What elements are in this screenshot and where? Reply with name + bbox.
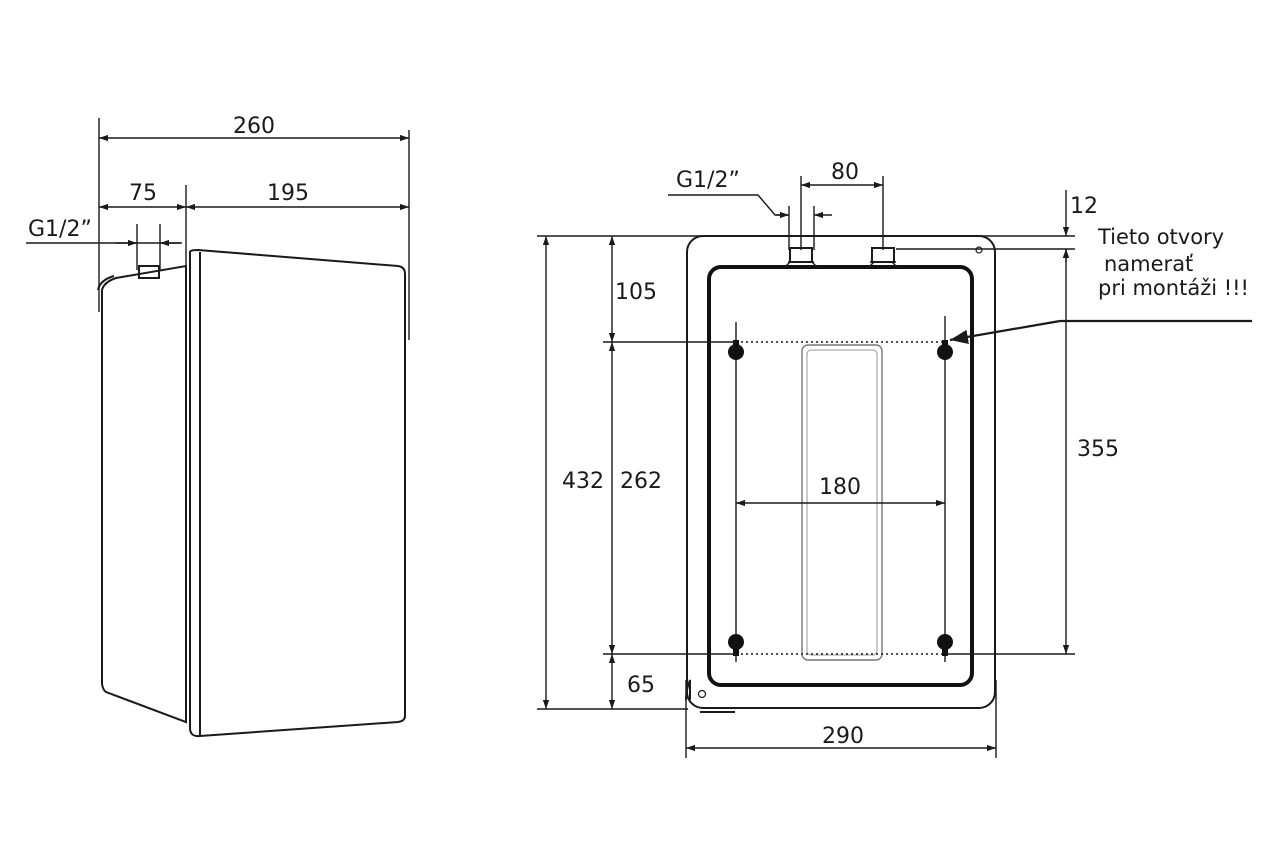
front-pipe-left-flare-r: [811, 261, 819, 269]
side-body-front: [189, 248, 406, 738]
keyhole-bottom-left: [728, 634, 744, 656]
note-line-3: pri montáži !!!: [1098, 276, 1249, 300]
front-screw-bottom: [697, 689, 707, 699]
dim-label-105: 105: [615, 280, 657, 305]
dim-label-355: 355: [1077, 437, 1119, 462]
front-screw-top: [975, 246, 983, 254]
front-pipe-right-flare-l: [867, 261, 875, 269]
front-pipe-leader: [668, 194, 789, 216]
front-pipe-right: [871, 247, 895, 263]
dim-label-432: 432: [562, 469, 604, 494]
front-pipe-left: [789, 247, 813, 263]
note-line-2: namerať: [1104, 252, 1193, 276]
dim-label-290: 290: [822, 724, 864, 749]
front-inner-panel: [707, 265, 974, 687]
note-arrow: [949, 319, 1061, 345]
dim-label-75: 75: [129, 181, 157, 206]
side-view: 260 75 195 G1/2”: [26, 114, 410, 738]
front-pipe-right-flare-r: [891, 261, 899, 269]
note-line-1: Tieto otvory: [1097, 225, 1224, 249]
keyhole-top-right: [937, 340, 953, 360]
front-pipe-label: G1/2”: [676, 168, 740, 193]
dim-label-180: 180: [819, 475, 861, 500]
front-view: 80 G1/2” 180 432: [537, 160, 1252, 758]
keyhole-top-left: [728, 340, 744, 360]
dim-label-262: 262: [620, 469, 662, 494]
keyhole-bottom-right: [937, 634, 953, 656]
dim-label-260: 260: [233, 114, 275, 139]
side-body-ridge: [97, 275, 115, 291]
dim-label-80: 80: [831, 160, 859, 185]
dim-label-12: 12: [1070, 194, 1098, 219]
front-outer-body: [686, 235, 996, 709]
side-pipe-stub: [138, 265, 160, 279]
front-pipe-left-flare-l: [783, 261, 791, 269]
side-pipe-label: G1/2”: [28, 217, 92, 242]
dim-label-195: 195: [267, 181, 309, 206]
dim-label-65: 65: [627, 673, 655, 698]
side-body-back: [101, 264, 187, 724]
